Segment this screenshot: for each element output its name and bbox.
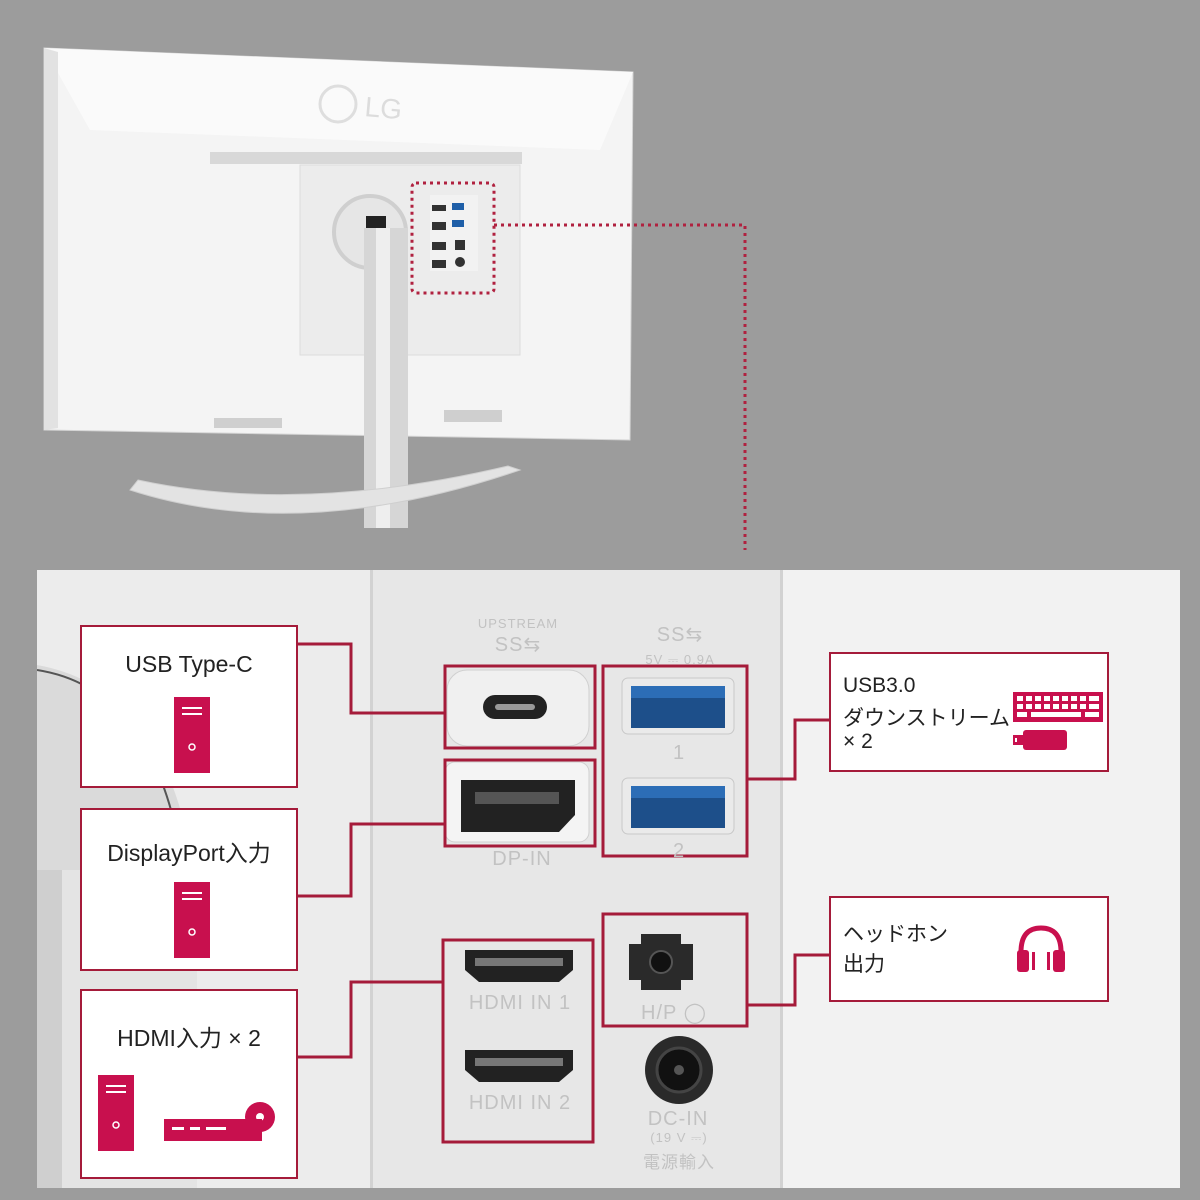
callout-usb-c-title: USB Type-C (125, 651, 253, 677)
hdmi2-label: HDMI IN 2 (468, 1092, 572, 1114)
usb-stick-icon (1013, 730, 1067, 750)
callout-usb3-line3: × 2 (843, 730, 873, 753)
usb-power-label: 5V ⎓ 0.9A (645, 652, 715, 667)
monitor-rear-photo: LG (43, 47, 747, 550)
pc-tower-icon (174, 697, 210, 773)
callout-usb3-line2: ダウンストリーム (843, 707, 1010, 730)
callout-usb3: USB3.0 ダウンストリーム × 2 (829, 652, 1109, 772)
callout-usb-c: USB Type-C (80, 625, 298, 788)
headphone-port-frame (601, 912, 749, 1028)
callout-displayport-title: DisplayPort入力 (107, 840, 271, 866)
callout-hdmi: HDMI入力 × 2 (80, 989, 298, 1179)
brand-logo: LG (363, 91, 403, 125)
upstream-label: UPSTREAM (477, 616, 559, 631)
dp-in-label: DP-IN (492, 848, 552, 870)
dc-spec-label: (19 V ⎓) (650, 1130, 708, 1145)
pc-tower-icon (98, 1075, 134, 1151)
callout-usb3-line1: USB3.0 (843, 674, 916, 697)
port-highlight-box (410, 181, 496, 295)
port-closeup-panel: UPSTREAM SS⇆ SS⇆ 5V ⎓ 0.9A 1 2 DP-IN HDM… (37, 570, 1180, 1188)
callout-headphone-line2: 出力 (843, 953, 885, 976)
upstream-ss-label: SS⇆ (494, 634, 542, 656)
usb2-label: 2 (672, 840, 686, 862)
headphones-icon (1017, 925, 1065, 972)
usb3-ports-frame (601, 664, 749, 858)
callout-hdmi-title: HDMI入力 × 2 (117, 1025, 261, 1051)
disc-player-icon (164, 1102, 275, 1141)
hp-label: H/P ◯ (641, 1002, 707, 1024)
hdmi1-label: HDMI IN 1 (468, 992, 572, 1014)
pc-tower-icon (174, 882, 210, 958)
usb1-label: 1 (672, 742, 686, 764)
displayport-frame (443, 758, 597, 848)
callout-displayport: DisplayPort入力 (80, 808, 298, 971)
dc-in-label: DC-IN (647, 1108, 709, 1130)
hdmi-ports-frame (441, 938, 595, 1144)
callout-headphone: ヘッドホン 出力 (829, 896, 1109, 1002)
callout-headphone-line1: ヘッドホン (843, 923, 948, 946)
usb-c-port-frame (443, 664, 597, 750)
downstream-ss-label: SS⇆ (656, 624, 704, 646)
dc-jp-label: 電源輸入 (643, 1153, 715, 1172)
keyboard-icon (1013, 692, 1103, 722)
